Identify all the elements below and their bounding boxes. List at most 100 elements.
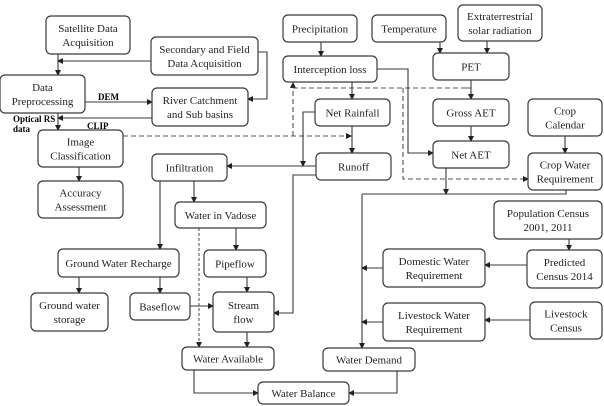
node-label: Ground Water Recharge [65, 258, 171, 270]
node-label: Accuracy [59, 188, 102, 200]
node-label: Livestock Water [398, 310, 470, 322]
node-label: solar radiation [468, 25, 532, 37]
node-label: Water in Vadose [185, 210, 257, 222]
node-interception: Interception loss [282, 55, 378, 83]
node-label: Requirement [406, 270, 463, 282]
node-label: Crop Water [540, 160, 591, 172]
node-box [0, 74, 86, 114]
node-vadose: Water in Vadose [174, 201, 267, 229]
edge-label-optical-rs: Optical RS [13, 114, 55, 124]
node-box [151, 87, 249, 127]
node-box [37, 129, 124, 168]
node-box [432, 98, 510, 127]
node-gross-aet: Gross AET [432, 98, 510, 127]
node-box [526, 249, 603, 289]
node-label: Extraterrestrial [467, 11, 533, 23]
node-water-demand: Water Demand [322, 347, 416, 372]
node-label: Preprocessing [12, 96, 74, 108]
connector-net-rain-to-infil [300, 111, 315, 167]
node-box [282, 55, 378, 83]
connector-demand-to-balance [348, 371, 398, 396]
node-baseflow: Baseflow [129, 292, 191, 321]
node-water-balance: Water Balance [257, 381, 350, 405]
node-label: Water Demand [336, 355, 403, 367]
connector-available-to-balance [193, 370, 259, 396]
node-label: Interception loss [293, 64, 366, 76]
connector-secondary-to-river [247, 51, 268, 102]
node-box [45, 15, 131, 55]
node-box [30, 292, 109, 332]
node-label: Infiltration [166, 163, 214, 175]
node-label: Temperature [381, 24, 437, 36]
node-box [37, 180, 124, 219]
node-label: Livestock [544, 309, 588, 321]
node-runoff: Runoff [315, 152, 392, 181]
node-solar: Extraterrestrial solar radiation [457, 4, 543, 42]
node-box [150, 36, 259, 76]
node-precipitation: Precipitation [282, 14, 358, 43]
node-river: River Catchment and Sub basins [151, 87, 249, 127]
node-box [282, 14, 358, 43]
connector-dashed-arrow-gross [466, 87, 472, 97]
node-label: Domestic Water [399, 256, 470, 268]
node-label: storage [54, 314, 86, 326]
node-box [151, 153, 228, 182]
node-label: Ground water [39, 300, 100, 312]
node-label: Data [32, 82, 53, 94]
node-label: Runoff [338, 162, 369, 174]
node-label: Requirement [537, 174, 594, 186]
node-box [174, 201, 267, 229]
node-label: PET [461, 62, 481, 74]
node-box [257, 381, 350, 405]
node-net-aet: Net AET [432, 140, 510, 169]
node-label: Satellite Data [58, 23, 118, 35]
node-label: Requirement [406, 324, 463, 336]
node-temperature: Temperature [371, 14, 447, 43]
node-label: Image [67, 137, 95, 149]
node-box [382, 302, 486, 342]
node-box [382, 248, 486, 288]
node-box [371, 14, 447, 43]
node-label: Water Balance [271, 388, 335, 400]
node-pet: PET [432, 52, 510, 81]
node-water-available: Water Available [181, 346, 275, 371]
node-label: Pipeflow [215, 259, 255, 271]
node-label: Stream [228, 300, 260, 312]
connector-demand-bus [362, 190, 567, 195]
node-box [322, 347, 416, 372]
node-box [129, 292, 191, 321]
node-label: Acquisition [62, 37, 114, 49]
node-label: River Catchment [163, 95, 238, 107]
node-box [57, 248, 180, 278]
node-net-rainfall: Net Rainfall [314, 98, 391, 127]
node-box [529, 301, 603, 340]
node-box [432, 52, 510, 81]
node-label: Classification [50, 151, 111, 163]
node-box [527, 152, 603, 191]
node-box [212, 291, 275, 333]
node-label: Predicted [544, 257, 586, 269]
node-label: and Sub basins [167, 109, 233, 121]
node-label: Population Census [507, 208, 589, 220]
node-box [457, 4, 543, 42]
edge-label-dem: DEM [98, 92, 120, 102]
node-box [432, 140, 510, 169]
node-box [203, 249, 267, 278]
node-label: Precipitation [292, 24, 349, 36]
node-label: Census 2014 [536, 271, 593, 283]
connector-runoff-to-stream [273, 174, 316, 316]
node-label: Baseflow [139, 302, 181, 314]
node-label: Census [550, 323, 582, 335]
node-label: Crop [554, 106, 577, 118]
